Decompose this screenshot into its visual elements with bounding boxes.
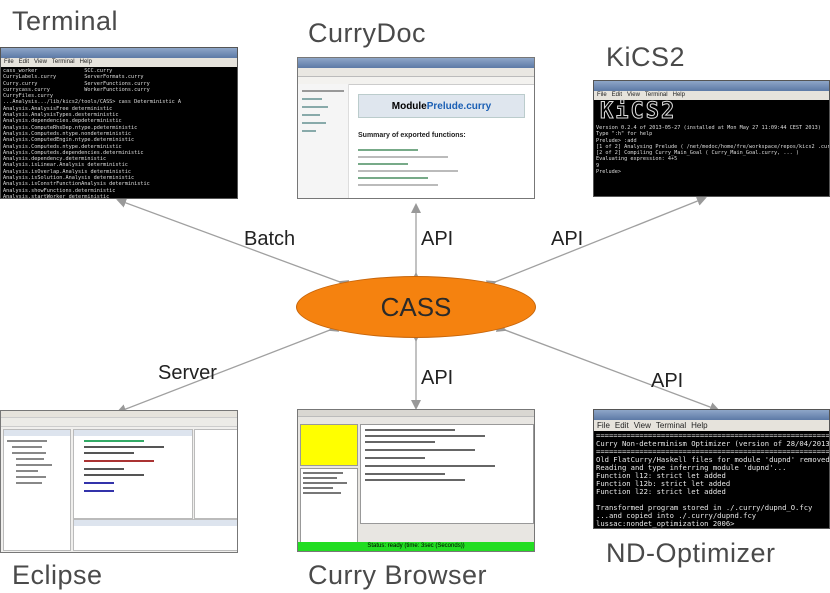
kics2-titlebar bbox=[594, 81, 829, 91]
terminal-line: Analysis.isSolution.Analysis determinist… bbox=[3, 175, 135, 182]
edge-label-batch: Batch bbox=[244, 228, 296, 250]
ndoptimizer-line: Function l12: strict let added bbox=[596, 471, 726, 480]
kics2-line: 9 bbox=[596, 162, 600, 169]
terminal-line: Analysis.isLinear.Analysis deterministic bbox=[3, 162, 128, 169]
ndoptimizer-line: Old FlatCurry/Haskell files for module '… bbox=[596, 455, 829, 464]
terminal-line: Analysis.ComputedEngin.ntype.determinist… bbox=[3, 137, 135, 144]
cass-label: CASS bbox=[380, 291, 452, 322]
terminal-line: cass_worker SCC.curry bbox=[3, 68, 113, 74]
ndoptimizer-line: Reading and type inferring module 'dupnd… bbox=[596, 463, 787, 472]
terminal-line: Analysis.AnalysisFree deterministic bbox=[3, 105, 113, 112]
cass-node: CASS bbox=[296, 276, 536, 338]
currydoc-screenshot: Module Prelude.curry Summary of exported… bbox=[297, 57, 535, 199]
terminal-line: Analysis.startWorker deterministic bbox=[3, 193, 110, 199]
eclipse-screenshot bbox=[0, 410, 238, 553]
terminal-line: Analysis.isOverlap.Analysis deterministi… bbox=[3, 168, 132, 175]
terminal-line: Analysis.Computeds.ntype.deterministic bbox=[3, 143, 122, 150]
edge-ndoptimizer bbox=[495, 322, 720, 412]
terminal-line: Analysis.showFunctions.deterministic bbox=[3, 187, 116, 194]
kics2-line: [1 of 2] Analysing Prelude ( /net/medoc/… bbox=[596, 143, 829, 150]
ndoptimizer-line: Transformed program stored in ./.curry/d… bbox=[596, 503, 813, 512]
ndoptimizer-line: ========================================… bbox=[596, 447, 829, 456]
terminal-line: Curry.curry ServerFunctions.curry bbox=[3, 80, 150, 87]
edge-label-currydoc-api: API bbox=[421, 228, 454, 250]
terminal-title: Terminal bbox=[12, 6, 119, 36]
currybrowser-yellow-panel bbox=[300, 424, 358, 466]
edge-label-ndopt-api: API bbox=[651, 370, 684, 392]
terminal-line: Analysis.ComputeRhsDep.ntype.pdeterminis… bbox=[3, 124, 138, 131]
eclipse-title: Eclipse bbox=[12, 560, 103, 590]
kics2-line: [2 of 2] Compiling Curry_Main_Goal ( Cur… bbox=[596, 150, 800, 157]
kics2-title: KiCS2 bbox=[606, 42, 686, 72]
terminal-line: ...Analysis.../lib/kics2/tools/CASS> cas… bbox=[3, 99, 182, 106]
kics2-line: Evaluating expression: 4+5 bbox=[596, 156, 678, 163]
ndoptimizer-output: ========================================… bbox=[594, 431, 829, 528]
currybrowser-title: Curry Browser bbox=[308, 560, 488, 590]
terminal-titlebar bbox=[1, 48, 237, 58]
ndoptimizer-titlebar bbox=[594, 410, 829, 420]
edge-terminal bbox=[116, 198, 350, 290]
ndoptimizer-line: ========================================… bbox=[596, 431, 829, 440]
ndoptimizer-line: lussac:nondet_optimization 2006> bbox=[596, 519, 739, 528]
kics2-line: Version 0.2.4 of 2013-05-27 (installed a… bbox=[596, 125, 821, 131]
terminal-line: Analysis.isConstrFunctionAnalysis determ… bbox=[3, 181, 150, 188]
currydoc-title: CurryDoc bbox=[308, 18, 427, 48]
terminal-line: CurryLabels.curry ServerFormats.curry bbox=[3, 74, 144, 81]
terminal-line: CurryFiles.curry bbox=[3, 93, 53, 100]
terminal-line: Analysis.Computeds.ntype.nondeterministi… bbox=[3, 130, 132, 137]
currydoc-titlebar bbox=[298, 58, 534, 68]
ndoptimizer-line: ...and copied into ./.curry/dupnd.fcy bbox=[596, 511, 757, 520]
kics2-output: Version 0.2.4 of 2013-05-27 (installed a… bbox=[594, 124, 829, 177]
currybrowser-screenshot: Status: ready (time: 3sec (Seconds)) bbox=[297, 409, 535, 552]
terminal-line: Analysis.dependency.deterministic bbox=[3, 156, 107, 163]
terminal-line: currycass.curry WorkerFunctions.curry bbox=[3, 86, 150, 93]
ndoptimizer-line: Function l12b: strict let added bbox=[596, 479, 731, 488]
kics2-line: Prelude> bbox=[596, 169, 625, 176]
ndoptimizer-title: ND-Optimizer bbox=[606, 538, 776, 568]
edge-kics2 bbox=[485, 196, 707, 290]
terminal-line: Analysis.Computeds.dependencies.determin… bbox=[3, 149, 144, 156]
edge-label-server: Server bbox=[158, 362, 217, 384]
kics2-banner: KiCS2 bbox=[594, 99, 829, 124]
currydoc-module-header: Module Prelude.curry bbox=[358, 94, 525, 118]
edge-label-kics2-api: API bbox=[551, 228, 584, 250]
kics2-line: Prelude> :add bbox=[596, 137, 637, 144]
currybrowser-status-bar: Status: ready (time: 3sec (Seconds)) bbox=[298, 542, 534, 551]
terminal-line: Analysis.AnalysisTypes.desterministic bbox=[3, 112, 119, 119]
ndoptimizer-line: Function l22: strict let added bbox=[596, 487, 726, 496]
kics2-line: Type ":h" for help bbox=[596, 131, 653, 138]
currydoc-summary: Summary of exported functions: bbox=[358, 132, 466, 139]
ndoptimizer-line: Curry Non-determinism Optimizer (version… bbox=[596, 439, 829, 448]
edge-label-currybrowser-api: API bbox=[421, 367, 454, 389]
edge-eclipse bbox=[116, 322, 340, 414]
terminal-line: Analysis.dependencies.depdeterministic bbox=[3, 118, 122, 125]
